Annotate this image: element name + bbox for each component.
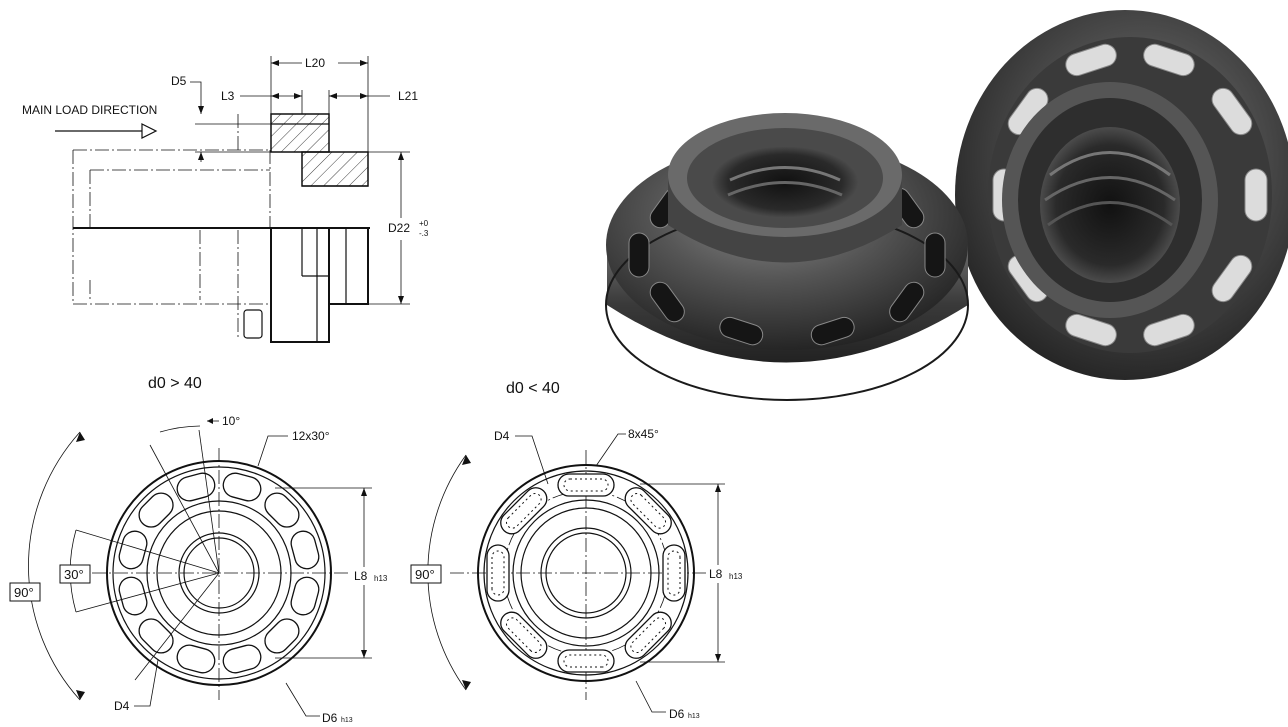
slot-hole-hidden-edge — [630, 617, 667, 654]
svg-text:90°: 90° — [415, 567, 435, 582]
photo-slot — [810, 316, 855, 346]
photo-slot — [1143, 313, 1195, 347]
main-load-direction-label: MAIN LOAD DIRECTION — [22, 103, 157, 117]
svg-text:h13: h13 — [374, 574, 388, 583]
slot-hole — [486, 544, 510, 602]
rear-nut — [955, 10, 1288, 380]
svg-text:L20: L20 — [305, 56, 325, 70]
slot-hole — [264, 618, 300, 654]
photo-slot — [889, 281, 925, 323]
hole-pattern-label-large: 12x30° — [292, 429, 330, 443]
photo-slot — [628, 232, 650, 278]
view-heading-small: d0 < 40 — [506, 380, 560, 397]
photo-slot — [1143, 43, 1195, 77]
svg-text:+0: +0 — [419, 219, 429, 228]
slot-hole — [557, 649, 615, 673]
nut-lower-body — [243, 227, 369, 343]
slot-hole-hidden-edge — [505, 492, 542, 529]
side-section-view: MAIN LOAD DIRECTION — [22, 56, 432, 343]
slot-hole-hidden-edge — [505, 617, 542, 654]
slot-hole — [290, 576, 320, 616]
load-direction-arrow — [55, 123, 158, 139]
svg-text:h13: h13 — [341, 717, 353, 724]
photo-slot — [719, 316, 764, 346]
view-heading-large: d0 > 40 — [148, 375, 202, 392]
flange-ring-large — [92, 448, 350, 700]
angle-10-label: 10° — [222, 414, 240, 428]
front-nut — [605, 113, 969, 401]
svg-text:L8: L8 — [354, 569, 368, 583]
dim-l8-large: L8 h13 — [275, 487, 392, 659]
product-photo — [605, 10, 1288, 401]
slot-hole-hidden-edge — [630, 492, 667, 529]
svg-text:L21: L21 — [398, 89, 418, 103]
dim-d5: D5 — [171, 74, 271, 162]
slot-hole-hidden-edge — [563, 478, 609, 492]
svg-text:h13: h13 — [729, 572, 743, 581]
construction-lines-large — [75, 429, 220, 681]
dim-d22: D22 +0 -.3 — [368, 151, 432, 305]
front-view-small: d0 < 40 90° D4 8x45° — [410, 380, 746, 721]
slot-hole — [138, 618, 174, 654]
photo-slot — [1211, 254, 1253, 303]
angle-90-arc-large — [28, 431, 81, 701]
slot-hole — [222, 644, 262, 674]
svg-text:L3: L3 — [221, 89, 235, 103]
lock-pin — [243, 309, 263, 339]
photo-slot — [1065, 43, 1117, 77]
photo-slot — [649, 281, 685, 323]
d4-label-large: D4 — [114, 699, 130, 713]
svg-text:90°: 90° — [14, 585, 34, 600]
svg-text:D22: D22 — [388, 221, 410, 235]
photo-slot — [924, 232, 946, 278]
photo-slot — [1065, 313, 1117, 347]
slot-hole — [176, 472, 216, 502]
slot-hole-hidden-edge — [667, 550, 681, 596]
photo-slot — [1244, 168, 1268, 222]
slot-hole — [662, 544, 686, 602]
angle-30-box — [59, 564, 91, 584]
svg-text:30°: 30° — [64, 567, 84, 582]
slot-hole — [264, 492, 300, 528]
dim-l3: L3 — [221, 89, 303, 114]
slot-hole — [290, 530, 320, 570]
slot-hole-hidden-edge — [563, 654, 609, 668]
dim-l20: L20 — [270, 56, 369, 152]
slot-hole — [624, 611, 672, 659]
dim-l8-small: L8 h13 — [640, 483, 746, 663]
d6-label-large: D6 — [322, 711, 338, 725]
slot-hole — [500, 487, 548, 535]
slot-hole — [222, 472, 262, 502]
slot-hole — [118, 530, 148, 570]
slot-hole — [557, 473, 615, 497]
hole-pattern-label-small: 8x45° — [628, 427, 659, 441]
slot-hole — [500, 611, 548, 659]
svg-text:D5: D5 — [171, 74, 187, 88]
d6-label-small: D6 — [669, 707, 685, 721]
angle-90-box-large — [9, 582, 41, 602]
svg-text:h13: h13 — [688, 713, 700, 720]
d4-label-small: D4 — [494, 429, 510, 443]
svg-text:L8: L8 — [709, 567, 723, 581]
angle-10-arc-large — [159, 425, 201, 433]
angle-90-box-small — [410, 564, 442, 584]
slot-holes-large — [118, 472, 320, 674]
slot-hole — [176, 644, 216, 674]
nut-upper-section — [270, 113, 369, 187]
svg-text:-.3: -.3 — [419, 229, 429, 238]
slot-hole-hidden-edge — [491, 550, 505, 596]
front-view-large: d0 > 40 10° 12x3 — [9, 375, 392, 725]
slot-holes-small — [486, 473, 686, 673]
dim-l21: L21 — [328, 89, 418, 114]
photo-slot — [1211, 87, 1253, 136]
slot-hole — [138, 492, 174, 528]
